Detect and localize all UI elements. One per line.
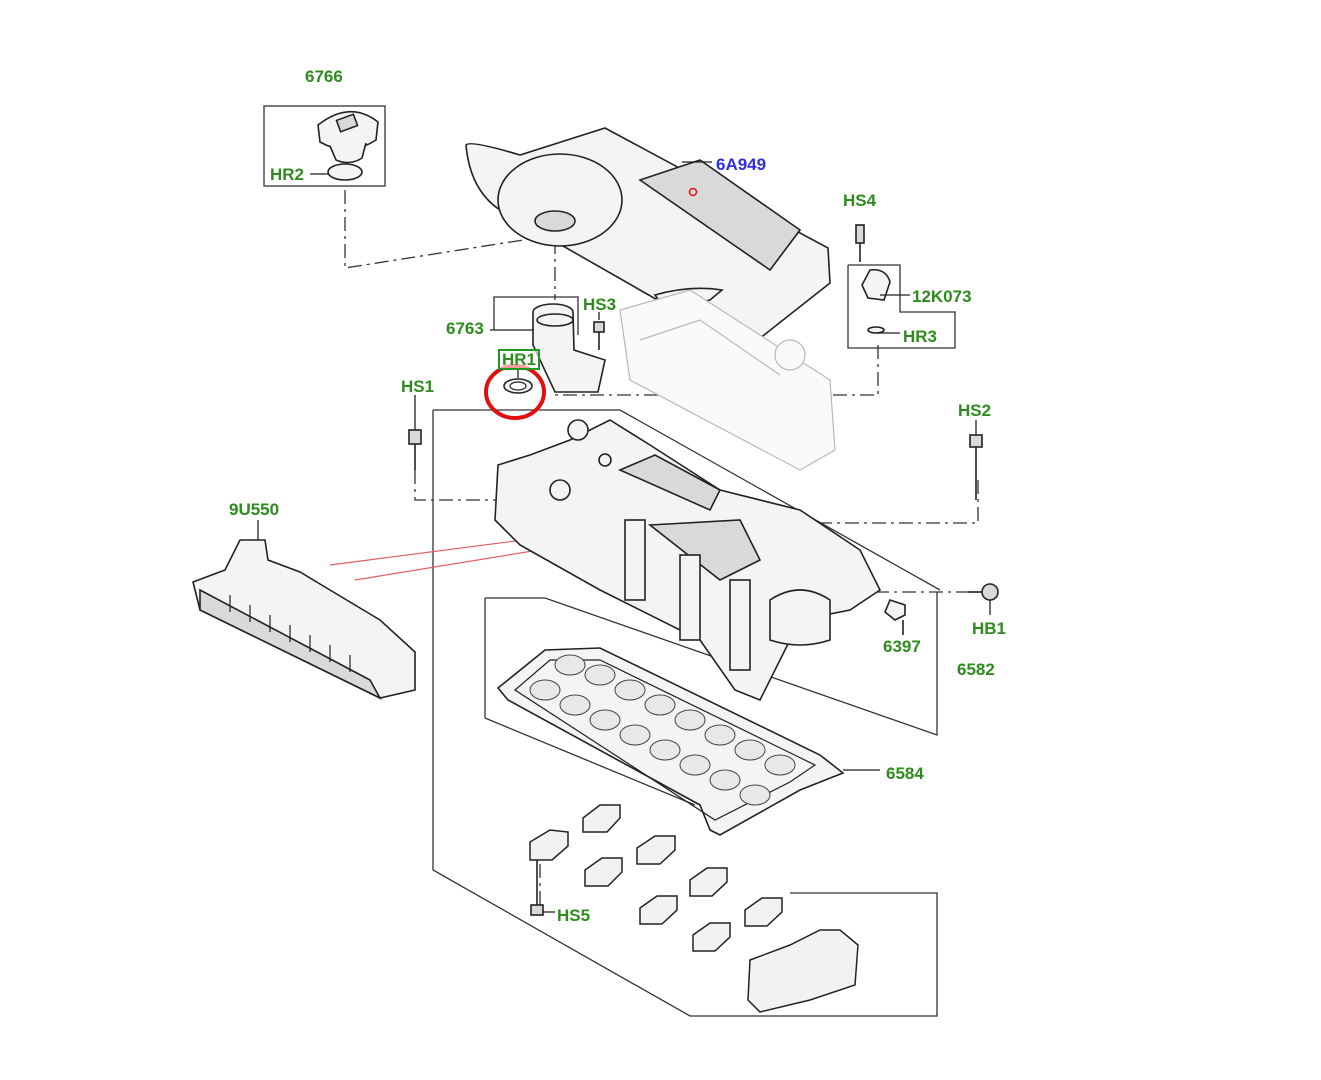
bolt-HS1	[408, 395, 422, 470]
callout-6582[interactable]: 6582	[957, 660, 995, 679]
ghost-cylinder-head	[619, 289, 836, 471]
callout-6584[interactable]: 6584	[886, 764, 924, 783]
bearing-caps	[529, 804, 859, 1013]
callout-HR3[interactable]: HR3	[903, 327, 938, 346]
callout-12K073[interactable]: 12K073	[912, 287, 972, 306]
sensor-6397	[884, 599, 906, 635]
callout-HR1[interactable]: HR1	[498, 349, 541, 370]
camshaft-cover-6582	[494, 419, 882, 702]
seal-ring-HR1	[503, 368, 533, 394]
bolt-HS5	[530, 860, 555, 916]
callout-HB1[interactable]: HB1	[972, 619, 1007, 638]
sensor-12K073	[855, 224, 910, 334]
callout-6766[interactable]: 6766	[305, 67, 343, 86]
oil-filler-cap-6766	[310, 110, 379, 181]
callout-6397[interactable]: 6397	[883, 637, 921, 656]
oil-filler-neck-6763	[490, 303, 606, 393]
callout-HS1[interactable]: HS1	[401, 377, 435, 396]
bolt-HS3	[593, 312, 605, 350]
callout-HS2[interactable]: HS2	[958, 401, 992, 420]
bracket-9U550	[192, 520, 416, 700]
bolt-HS2	[969, 420, 983, 500]
callout-HS5[interactable]: HS5	[557, 906, 591, 925]
callout-HS4[interactable]: HS4	[843, 191, 877, 210]
callout-HR2[interactable]: HR2	[270, 165, 305, 184]
callout-9U550[interactable]: 9U550	[229, 500, 280, 519]
callout-6A949[interactable]: 6A949	[716, 155, 767, 174]
gasket-6584-camshafts	[496, 647, 880, 836]
bolt-HB1	[968, 583, 999, 615]
callout-HS3[interactable]: HS3	[583, 295, 617, 314]
callout-6763[interactable]: 6763	[446, 319, 484, 338]
engine-cover-6A949	[465, 127, 831, 351]
